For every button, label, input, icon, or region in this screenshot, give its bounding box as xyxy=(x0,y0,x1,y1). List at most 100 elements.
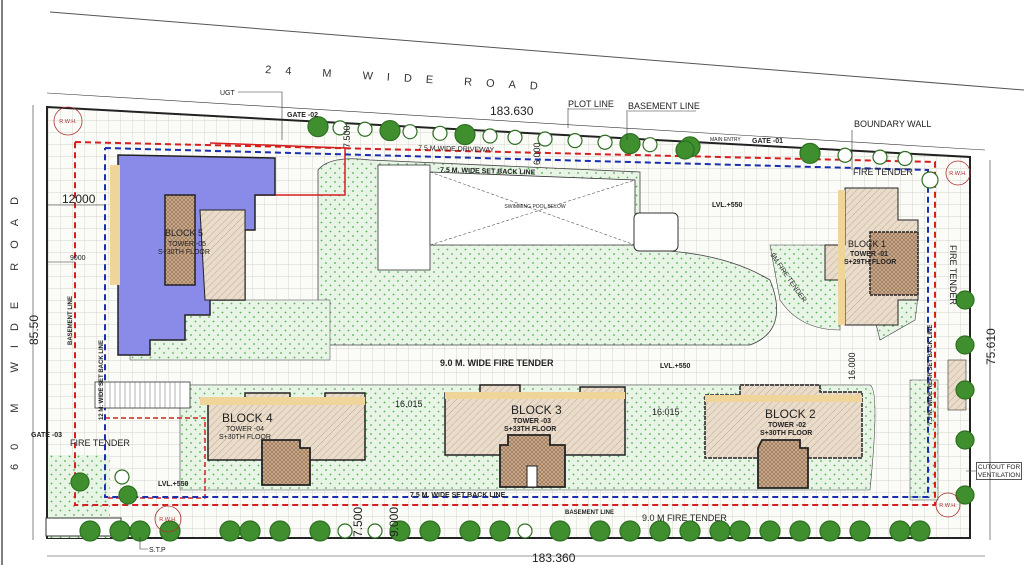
tree-icon xyxy=(239,520,261,542)
tree-icon xyxy=(307,116,329,138)
block-4[interactable]: BLOCK 4 TOWER -04 S+30TH FLOOR xyxy=(200,392,366,486)
rwh-label-1: R.W.H. xyxy=(59,119,77,125)
tree-icon xyxy=(402,124,418,140)
fire-tender-center: 9.0 M. WIDE FIRE TENDER xyxy=(440,358,554,368)
tree-icon xyxy=(219,520,241,542)
dim-gap-4-3: 16.015 xyxy=(395,399,423,409)
tree-icon xyxy=(332,120,348,136)
fire-tender-bottom: 9.0 M FIRE TENDER xyxy=(642,513,727,523)
tree-icon xyxy=(759,520,781,542)
tree-icon xyxy=(709,520,731,542)
ramp xyxy=(45,359,967,537)
rwh-tanks: R.W.H. R.W.H. R.W.H. R.W.H. xyxy=(53,106,971,533)
tree-icon xyxy=(309,520,331,542)
block-4-tower: TOWER -04 xyxy=(226,426,264,433)
plot-line-label: PLOT LINE xyxy=(568,99,614,109)
tree-icon xyxy=(729,520,751,542)
basement-line-stp xyxy=(105,417,206,499)
block-5[interactable]: BLOCK 5 TOWER -05 S+30TH FLOOR xyxy=(110,154,276,356)
gate-02-label: GATE -02 xyxy=(287,112,318,119)
dimensions: 183.630 183.360 85.50 75.610 12000 9000 … xyxy=(27,92,998,565)
block-2-tower: TOWER -02 xyxy=(768,422,806,429)
tree-icon xyxy=(889,520,911,542)
rwh-label-2: R.W.H. xyxy=(949,171,967,177)
tree-icon xyxy=(389,520,411,542)
tree-icon xyxy=(955,430,975,450)
road-edge-line xyxy=(49,11,1024,91)
tree-icon xyxy=(837,147,853,163)
dim-bottom-length: 183.360 xyxy=(532,551,576,565)
tree-icon xyxy=(159,520,181,542)
tree-icon xyxy=(649,520,671,542)
tree-icon xyxy=(955,485,975,505)
tree-icon xyxy=(517,523,533,539)
setback-bottom-label: 7.5 M. WIDE SET BACK LINE xyxy=(410,492,506,499)
basement-line-label: BASEMENT LINE xyxy=(628,101,700,111)
dim-gap-3-2: 16.015 xyxy=(652,407,680,417)
tree-icon xyxy=(849,520,871,542)
block-3-tower: TOWER -03 xyxy=(513,418,551,425)
boundary-wall-label: BOUNDARY WALL xyxy=(854,119,931,129)
tree-icon xyxy=(459,520,481,542)
dim-bottom-setback: 7.500 xyxy=(351,507,365,537)
block-1-tower: TOWER -01 xyxy=(850,251,888,258)
tree-icon xyxy=(114,469,130,485)
tree-icon xyxy=(921,171,939,189)
tree-icon xyxy=(955,380,975,400)
rwh-label-4: R.W.H. xyxy=(939,503,957,509)
block-4-floors: S+30TH FLOOR xyxy=(219,434,271,441)
block-4-name: BLOCK 4 xyxy=(222,411,273,425)
tree-icon xyxy=(819,520,841,542)
swimming-pool: SWIMMING POOL BELOW xyxy=(377,164,679,271)
block-1-name: BLOCK 1 xyxy=(848,239,886,249)
tree-icon xyxy=(432,125,448,141)
trees xyxy=(70,116,975,542)
tree-icon xyxy=(619,132,641,155)
dim-left-basement: 9000 xyxy=(70,255,86,262)
block-1[interactable]: BLOCK 1 TOWER -01 S+29TH FLOOR xyxy=(824,187,919,326)
setback-right-label: 7.5 M. WIDE REAR SET BACK LINE xyxy=(928,325,934,425)
rwh-label-3: R.W.H. xyxy=(159,517,177,523)
dim-right-gap: 16.000 xyxy=(847,352,857,380)
tree-icon xyxy=(955,290,975,310)
tree-icon xyxy=(909,520,931,542)
driveway-label: 7.5 M.WIDE DRIVEWAY xyxy=(418,145,495,154)
tree-icon xyxy=(537,131,553,147)
fire-tender-left: FIRE TENDER xyxy=(70,438,130,448)
ugt-label: UGT xyxy=(220,90,236,97)
tree-icon xyxy=(789,520,811,542)
tree-icon xyxy=(675,140,695,160)
fire-tender-top: FIRE TENDER xyxy=(853,167,913,177)
block-1-floors: S+29TH FLOOR xyxy=(844,259,896,266)
tree-icon xyxy=(955,335,975,355)
tree-icon xyxy=(642,137,658,153)
dim-left-setback: 12000 xyxy=(62,192,96,206)
tree-icon xyxy=(379,119,401,142)
tree-icon xyxy=(269,520,291,542)
stp-label: S.T.P xyxy=(149,547,166,554)
main-entry-label: MAIN ENTRY xyxy=(710,137,741,143)
dim-bottom-basement: 9.000 xyxy=(387,507,401,537)
tree-icon xyxy=(118,485,138,505)
gate-01-label: GATE -01 xyxy=(752,138,783,145)
tree-icon xyxy=(507,129,523,145)
block-2[interactable]: BLOCK 2 TOWER -02 S+30TH FLOOR xyxy=(704,384,863,489)
block-3-floors: S+33TH FLOOR xyxy=(504,426,556,433)
tree-icon xyxy=(872,149,888,165)
road-label-top: 24 M WIDE ROAD xyxy=(265,64,552,94)
tree-icon xyxy=(337,523,353,539)
dim-left-width: 85.50 xyxy=(27,315,41,345)
pool-label: SWIMMING POOL BELOW xyxy=(504,204,565,210)
dim-right-width: 75.610 xyxy=(984,328,998,365)
tree-icon xyxy=(597,134,613,150)
basement-bottom-label: BASEMENT LINE xyxy=(565,510,614,516)
tree-icon xyxy=(679,520,701,542)
dim-top-length: 183.630 xyxy=(490,104,534,118)
road-label-left: 60 M WIDE ROAD xyxy=(9,183,21,470)
cutout-label: CUTOUT FOR VENTILATION xyxy=(976,462,1022,480)
gate-03-label: GATE -03 xyxy=(31,432,62,439)
block-3[interactable]: BLOCK 3 TOWER -03 S+33TH FLOOR xyxy=(444,384,626,488)
dim-top-basement: 6.000 xyxy=(532,142,542,165)
block-5-name: BLOCK 5 xyxy=(165,228,203,238)
